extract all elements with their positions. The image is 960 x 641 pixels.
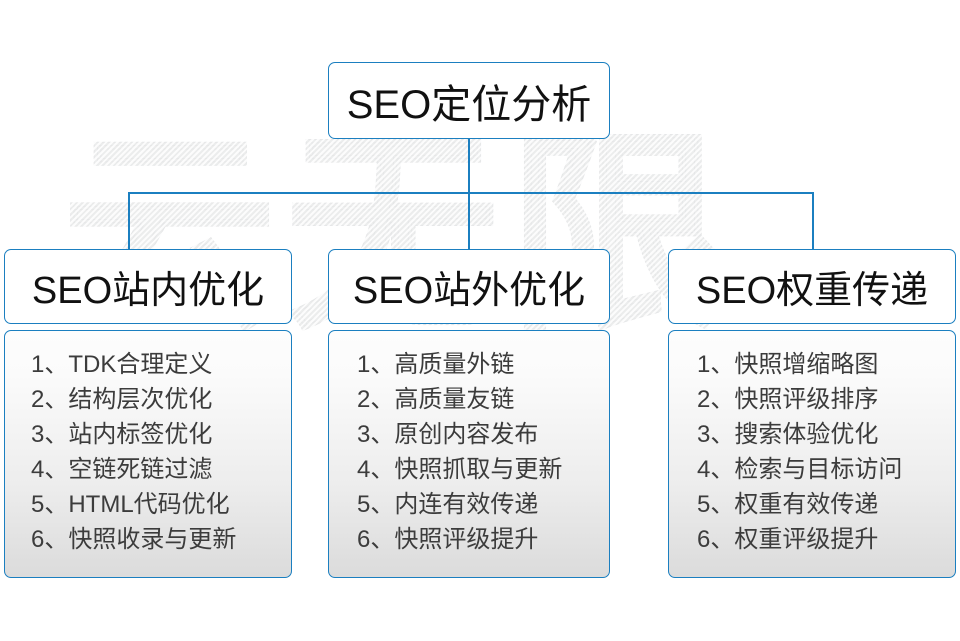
column-header-seo-onsite-optimization[interactable]: SEO站内优化 — [4, 249, 292, 324]
list-item: 4、检索与目标访问 — [697, 456, 903, 483]
column-body-seo-offsite-optimization: 1、高质量外链 2、高质量友链 3、原创内容发布 4、快照抓取与更新 5、内连有… — [328, 330, 610, 578]
column-body-seo-weight-transfer: 1、快照增缩略图 2、快照评级排序 3、搜索体验优化 4、检索与目标访问 5、权… — [668, 330, 956, 578]
list-item: 6、快照评级提升 — [357, 526, 539, 553]
connector-drop-column-1 — [128, 192, 130, 250]
column-item-list: 1、高质量外链 2、高质量友链 3、原创内容发布 4、快照抓取与更新 5、内连有… — [329, 347, 609, 557]
list-item: 4、空链死链过滤 — [31, 456, 213, 483]
list-item: 1、高质量外链 — [357, 351, 515, 378]
list-item: 3、原创内容发布 — [357, 421, 539, 448]
list-item: 5、权重有效传递 — [697, 491, 879, 518]
list-item: 2、快照评级排序 — [697, 386, 879, 413]
connector-horizontal-bus — [128, 192, 814, 194]
list-item: 1、快照增缩略图 — [697, 351, 879, 378]
column-header-label: SEO站外优化 — [352, 270, 586, 312]
list-item: 2、高质量友链 — [357, 386, 515, 413]
list-item: 6、权重评级提升 — [697, 526, 879, 553]
connector-root-vertical — [468, 138, 470, 194]
list-item: 4、快照抓取与更新 — [357, 456, 563, 483]
column-item-list: 1、TDK合理定义 2、结构层次优化 3、站内标签优化 4、空链死链过滤 5、H… — [5, 347, 291, 557]
list-item: 1、TDK合理定义 — [31, 351, 213, 378]
root-node-label: SEO定位分析 — [346, 82, 592, 127]
list-item: 3、搜索体验优化 — [697, 421, 879, 448]
list-item: 3、站内标签优化 — [31, 421, 213, 448]
column-header-seo-weight-transfer[interactable]: SEO权重传递 — [668, 249, 956, 324]
list-item: 5、内连有效传递 — [357, 491, 539, 518]
column-item-list: 1、快照增缩略图 2、快照评级排序 3、搜索体验优化 4、检索与目标访问 5、权… — [669, 347, 955, 557]
column-header-label: SEO站内优化 — [31, 270, 265, 312]
column-body-seo-onsite-optimization: 1、TDK合理定义 2、结构层次优化 3、站内标签优化 4、空链死链过滤 5、H… — [4, 330, 292, 578]
connector-drop-column-2 — [468, 192, 470, 250]
root-node-seo-positioning-analysis[interactable]: SEO定位分析 — [328, 62, 610, 139]
list-item: 2、结构层次优化 — [31, 386, 213, 413]
column-header-label: SEO权重传递 — [695, 270, 929, 312]
list-item: 6、快照收录与更新 — [31, 526, 237, 553]
connector-drop-column-3 — [812, 192, 814, 250]
column-header-seo-offsite-optimization[interactable]: SEO站外优化 — [328, 249, 610, 324]
list-item: 5、HTML代码优化 — [31, 491, 230, 518]
